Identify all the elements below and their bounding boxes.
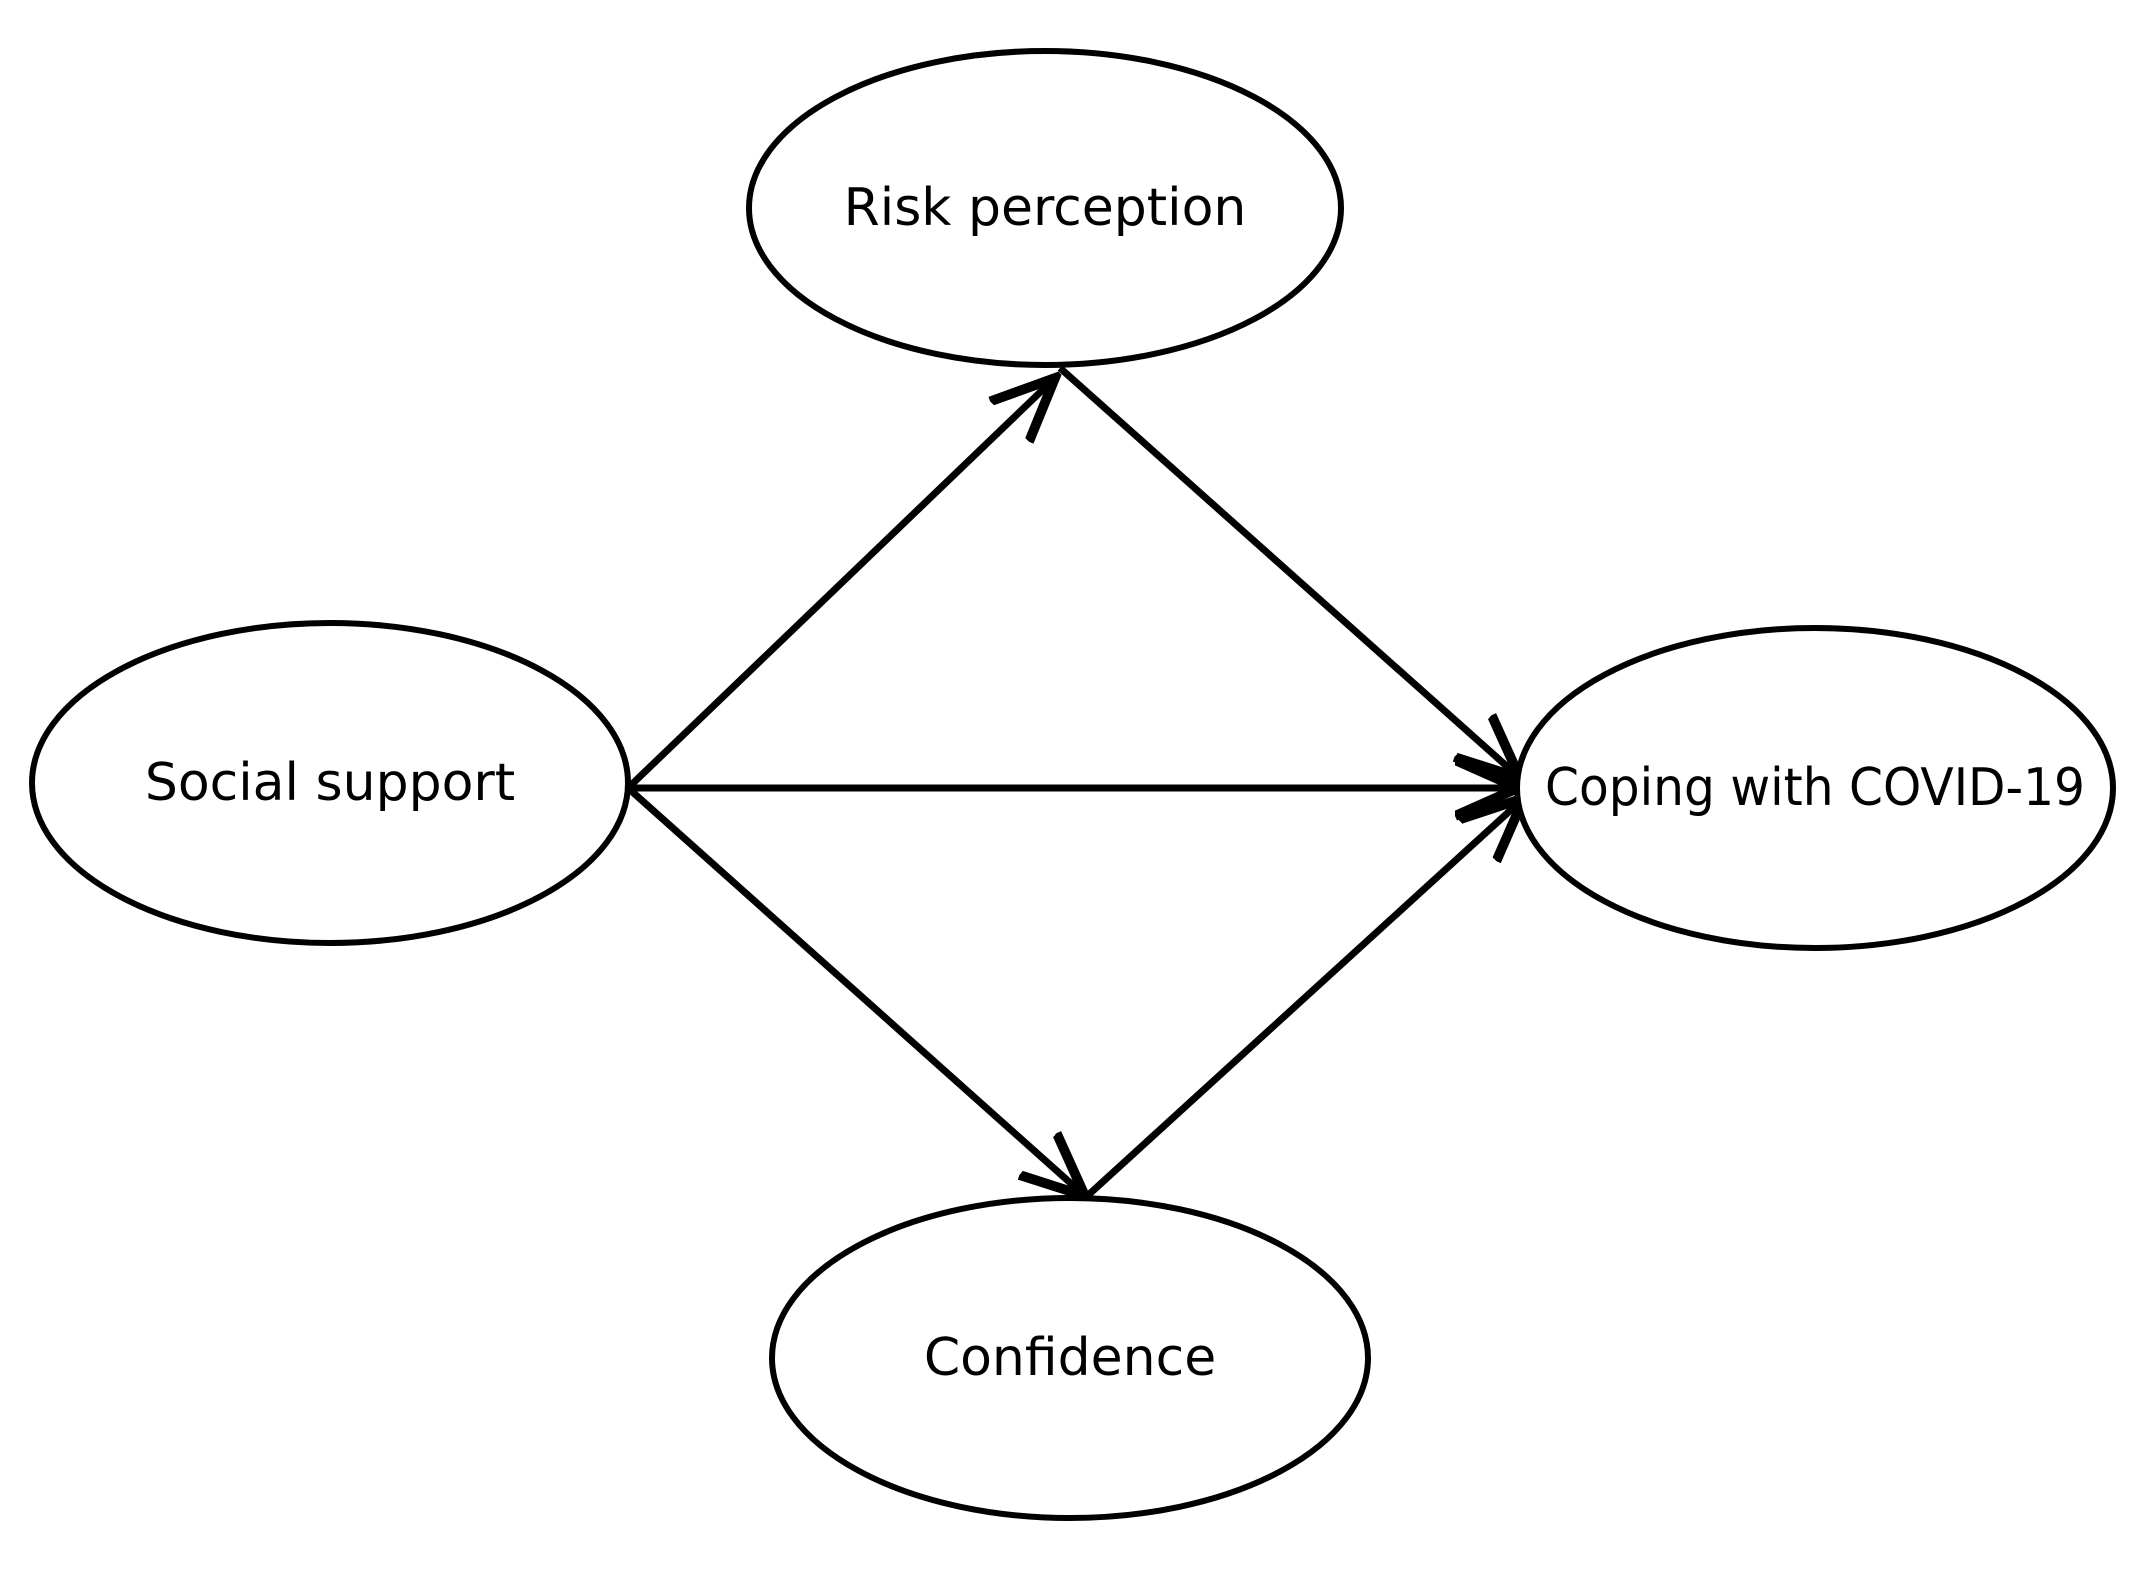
node-risk-perception: Risk perception xyxy=(746,48,1344,368)
edge-social-support-to-confidence xyxy=(625,785,1085,1196)
node-coping-label: Coping with COVID-19 xyxy=(1545,758,2085,818)
node-confidence-label: Confidence xyxy=(924,1328,1216,1388)
node-coping-ellipse xyxy=(1514,625,2116,951)
edge-confidence-to-coping xyxy=(1082,798,1524,1201)
node-social-support-ellipse xyxy=(29,620,631,946)
node-risk-perception-label: Risk perception xyxy=(844,178,1247,238)
edge-social-support-to-risk-perception xyxy=(625,378,1055,791)
edges xyxy=(625,365,1524,1201)
node-confidence-ellipse xyxy=(769,1195,1371,1521)
node-coping: Coping with COVID-19 xyxy=(1514,625,2116,951)
edge-risk-perception-to-coping xyxy=(1057,365,1520,778)
node-confidence: Confidence xyxy=(769,1195,1371,1521)
node-social-support: Social support xyxy=(29,620,631,946)
node-social-support-label: Social support xyxy=(145,753,515,813)
node-risk-perception-ellipse xyxy=(746,48,1344,368)
